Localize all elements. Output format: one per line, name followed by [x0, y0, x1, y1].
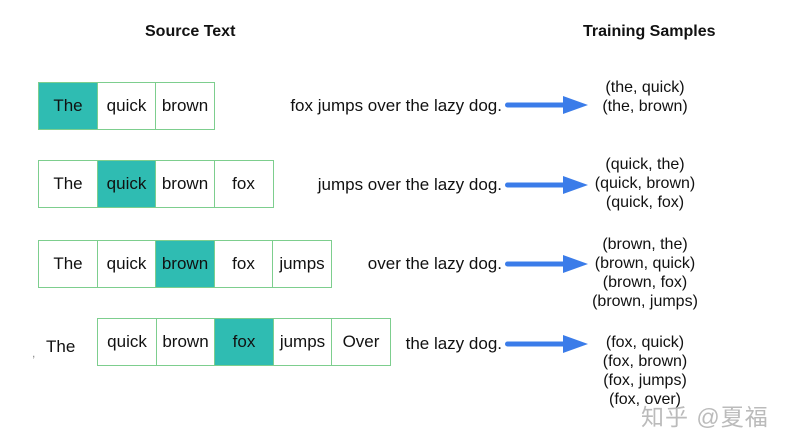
- training-sample: (fox, brown): [602, 353, 688, 370]
- training-sample: (brown, jumps): [592, 293, 698, 310]
- word-box-the: The: [38, 240, 98, 288]
- source-text-row-3: The quick brown fox jumps: [38, 240, 332, 288]
- remaining-sentence-2: jumps over the lazy dog.: [317, 175, 502, 194]
- source-text-row-1: The quick brown: [38, 82, 215, 130]
- source-text-title: Source Text: [145, 23, 236, 40]
- remaining-sentence-1: fox jumps over the lazy dog.: [290, 96, 502, 115]
- training-sample: (brown, the): [602, 236, 688, 253]
- word-box-brown: brown: [155, 82, 215, 130]
- word-box-quick: quick: [96, 160, 157, 208]
- word-box-brown: brown: [155, 240, 215, 288]
- source-text-row-2: The quick brown fox: [38, 160, 274, 208]
- word-box-the: The: [38, 160, 98, 208]
- stray-comma-mark: ,: [32, 346, 36, 360]
- word-box-brown: brown: [155, 160, 215, 208]
- word-box-quick: quick: [96, 82, 157, 130]
- remaining-sentence-3: over the lazy dog.: [367, 254, 502, 273]
- arrow-icon: [505, 335, 588, 353]
- word-box-jumps: jumps: [272, 318, 333, 366]
- watermark: 知乎 @夏福: [641, 404, 769, 430]
- training-sample: (quick, fox): [605, 194, 685, 211]
- training-sample: (quick, brown): [594, 175, 696, 192]
- word-box-over: Over: [331, 318, 391, 366]
- training-sample: (the, brown): [602, 98, 688, 115]
- word-box-fox: fox: [213, 240, 274, 288]
- word-box-quick: quick: [96, 240, 157, 288]
- training-sample: (fox, over): [608, 391, 681, 408]
- arrow-icon: [505, 176, 588, 194]
- training-sample: (the, quick): [605, 79, 685, 96]
- arrow-icon: [505, 96, 588, 114]
- training-samples-title: Training Samples: [583, 23, 716, 40]
- word-box-quick: quick: [97, 318, 157, 366]
- word-box-fox: fox: [214, 318, 274, 366]
- training-sample: (fox, quick): [605, 334, 685, 351]
- training-samples-group-2: (quick, the) (quick, brown) (quick, fox): [595, 155, 695, 212]
- word-box-fox: fox: [213, 160, 274, 208]
- word-box-the: The: [38, 82, 98, 130]
- remaining-sentence-4: the lazy dog.: [405, 334, 502, 353]
- training-sample: (fox, jumps): [603, 372, 687, 389]
- training-samples-group-3: (brown, the) (brown, quick) (brown, fox)…: [592, 235, 698, 311]
- arrow-icon: [505, 255, 588, 273]
- training-sample: (brown, quick): [594, 255, 696, 272]
- training-sample: (quick, the): [605, 156, 685, 173]
- training-samples-group-1: (the, quick) (the, brown): [602, 78, 687, 116]
- word-box-brown: brown: [155, 318, 216, 366]
- word-box-jumps: jumps: [272, 240, 332, 288]
- training-sample: (brown, fox): [602, 274, 688, 291]
- source-text-row-4: quick brown fox jumps Over: [97, 318, 391, 366]
- training-samples-group-4: (fox, quick) (fox, brown) (fox, jumps) (…: [603, 333, 687, 409]
- row4-prefix-word: The: [46, 337, 76, 356]
